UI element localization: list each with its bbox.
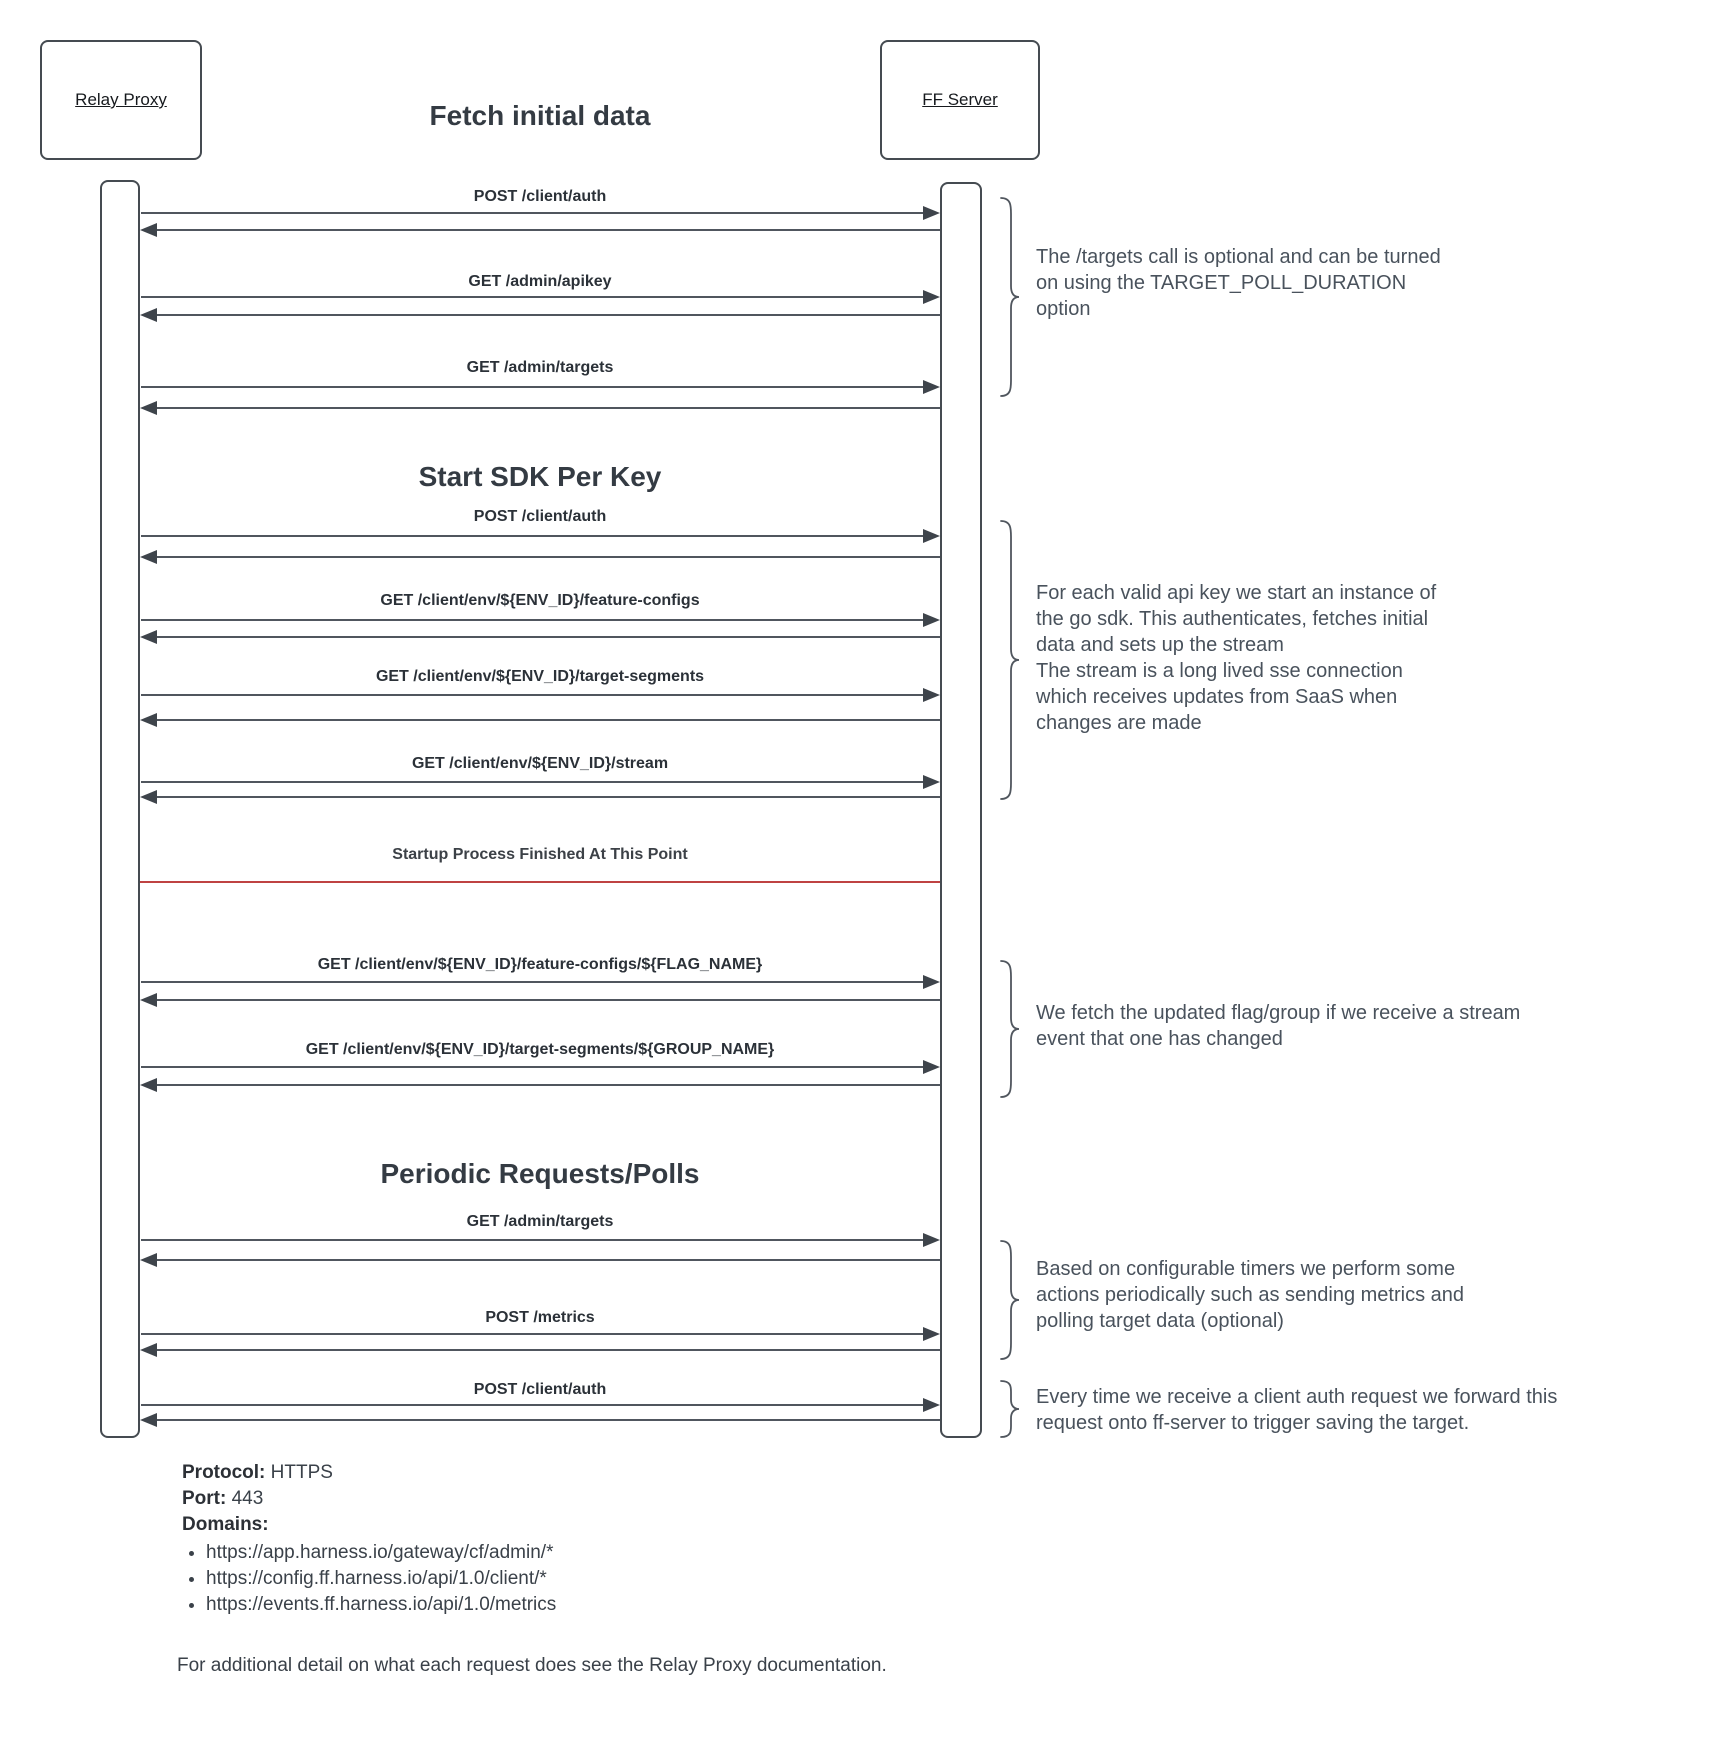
arrowhead-right-icon bbox=[923, 380, 940, 394]
lifeline-bar-relay-proxy bbox=[100, 180, 140, 1438]
annotation-client-auth-forward: Every time we receive a client auth requ… bbox=[1036, 1386, 1558, 1434]
message-label: POST /client/auth bbox=[473, 508, 607, 525]
message-label: GET /client/env/${ENV_ID}/feature-config… bbox=[317, 956, 763, 973]
arrowhead-right-icon bbox=[923, 1060, 940, 1074]
response-arrow-line bbox=[157, 1259, 940, 1261]
footer-note: For additional detail on what each reque… bbox=[177, 1655, 887, 1676]
response-arrow-line bbox=[157, 719, 940, 721]
request-arrow-line bbox=[141, 981, 924, 983]
message-label: GET /client/env/${ENV_ID}/feature-config… bbox=[380, 592, 700, 609]
arrowhead-right-icon bbox=[923, 975, 940, 989]
section-title-start-sdk-per-key: Start SDK Per Key bbox=[418, 461, 662, 492]
arrowhead-left-icon bbox=[140, 790, 157, 804]
domain-item: https://config.ff.harness.io/api/1.0/cli… bbox=[206, 1566, 556, 1592]
response-arrow-line bbox=[157, 407, 940, 409]
port-value: 443 bbox=[231, 1488, 264, 1509]
arrowhead-left-icon bbox=[140, 993, 157, 1007]
annotation-targets-optional: The /targets call is optional and can be… bbox=[1036, 246, 1441, 320]
actor-box-relay-proxy: Relay Proxy bbox=[40, 40, 202, 160]
response-arrow-line bbox=[157, 999, 940, 1001]
response-arrow-line bbox=[157, 314, 940, 316]
port-line: Port: 443 bbox=[182, 1486, 556, 1512]
annotation-sdk-per-key: For each valid api key we start an insta… bbox=[1036, 582, 1437, 734]
annotation-periodic-timers: Based on configurable timers we perform … bbox=[1036, 1258, 1464, 1332]
startup-separator-line bbox=[140, 881, 940, 883]
connection-info: Protocol: HTTPS Port: 443 Domains: https… bbox=[182, 1460, 556, 1618]
actor-label-ff-server: FF Server bbox=[922, 90, 998, 109]
arrowhead-left-icon bbox=[140, 630, 157, 644]
response-arrow-line bbox=[157, 796, 940, 798]
response-arrow-line bbox=[157, 229, 940, 231]
response-arrow-line bbox=[157, 636, 940, 638]
arrowhead-left-icon bbox=[140, 308, 157, 322]
response-arrow-line bbox=[157, 1084, 940, 1086]
message-label: GET /admin/apikey bbox=[468, 273, 612, 290]
arrowhead-left-icon bbox=[140, 713, 157, 727]
annotation-brace bbox=[1000, 1240, 1020, 1360]
request-arrow-line bbox=[141, 1404, 924, 1406]
arrowhead-left-icon bbox=[140, 401, 157, 415]
arrowhead-right-icon bbox=[923, 775, 940, 789]
arrowhead-left-icon bbox=[140, 550, 157, 564]
arrowhead-right-icon bbox=[923, 206, 940, 220]
message-label: POST /client/auth bbox=[473, 1381, 607, 1398]
message-label: GET /client/env/${ENV_ID}/stream bbox=[411, 755, 669, 772]
arrowhead-left-icon bbox=[140, 1253, 157, 1267]
domain-item: https://events.ff.harness.io/api/1.0/met… bbox=[206, 1592, 556, 1618]
port-label: Port: bbox=[182, 1488, 227, 1509]
message-label: GET /admin/targets bbox=[466, 1213, 614, 1230]
domain-item: https://app.harness.io/gateway/cf/admin/… bbox=[206, 1540, 556, 1566]
section-title-fetch-initial-data: Fetch initial data bbox=[429, 100, 651, 131]
actor-label-relay-proxy: Relay Proxy bbox=[75, 90, 167, 109]
annotation-brace bbox=[1000, 197, 1020, 397]
startup-separator-label: Startup Process Finished At This Point bbox=[392, 846, 688, 863]
arrowhead-left-icon bbox=[140, 1343, 157, 1357]
arrowhead-right-icon bbox=[923, 1327, 940, 1341]
request-arrow-line bbox=[141, 212, 924, 214]
request-arrow-line bbox=[141, 296, 924, 298]
section-title-periodic-requests: Periodic Requests/Polls bbox=[380, 1158, 700, 1189]
protocol-line: Protocol: HTTPS bbox=[182, 1460, 556, 1486]
request-arrow-line bbox=[141, 535, 924, 537]
annotation-fetch-updated: We fetch the updated flag/group if we re… bbox=[1036, 1002, 1521, 1050]
arrowhead-left-icon bbox=[140, 1413, 157, 1427]
arrowhead-right-icon bbox=[923, 1233, 940, 1247]
actor-box-ff-server: FF Server bbox=[880, 40, 1040, 160]
request-arrow-line bbox=[141, 694, 924, 696]
message-label: GET /client/env/${ENV_ID}/target-segment… bbox=[305, 1041, 775, 1058]
protocol-label: Protocol: bbox=[182, 1462, 266, 1483]
domains-list: https://app.harness.io/gateway/cf/admin/… bbox=[182, 1540, 556, 1618]
protocol-value: HTTPS bbox=[270, 1462, 333, 1483]
arrowhead-right-icon bbox=[923, 688, 940, 702]
annotation-brace bbox=[1000, 520, 1020, 800]
request-arrow-line bbox=[141, 1333, 924, 1335]
request-arrow-line bbox=[141, 781, 924, 783]
request-arrow-line bbox=[141, 619, 924, 621]
message-label: GET /admin/targets bbox=[466, 359, 614, 376]
arrowhead-right-icon bbox=[923, 613, 940, 627]
arrowhead-left-icon bbox=[140, 1078, 157, 1092]
annotation-brace bbox=[1000, 1380, 1020, 1438]
annotation-brace bbox=[1000, 960, 1020, 1098]
message-label: GET /client/env/${ENV_ID}/target-segment… bbox=[375, 668, 705, 685]
response-arrow-line bbox=[157, 1419, 940, 1421]
message-label: POST /client/auth bbox=[473, 188, 607, 205]
response-arrow-line bbox=[157, 1349, 940, 1351]
lifeline-bar-ff-server bbox=[940, 182, 982, 1438]
arrowhead-left-icon bbox=[140, 223, 157, 237]
request-arrow-line bbox=[141, 1066, 924, 1068]
arrowhead-right-icon bbox=[923, 529, 940, 543]
arrowhead-right-icon bbox=[923, 290, 940, 304]
response-arrow-line bbox=[157, 556, 940, 558]
domains-label: Domains: bbox=[182, 1514, 269, 1535]
message-label: POST /metrics bbox=[485, 1309, 595, 1326]
request-arrow-line bbox=[141, 1239, 924, 1241]
arrowhead-right-icon bbox=[923, 1398, 940, 1412]
request-arrow-line bbox=[141, 386, 924, 388]
